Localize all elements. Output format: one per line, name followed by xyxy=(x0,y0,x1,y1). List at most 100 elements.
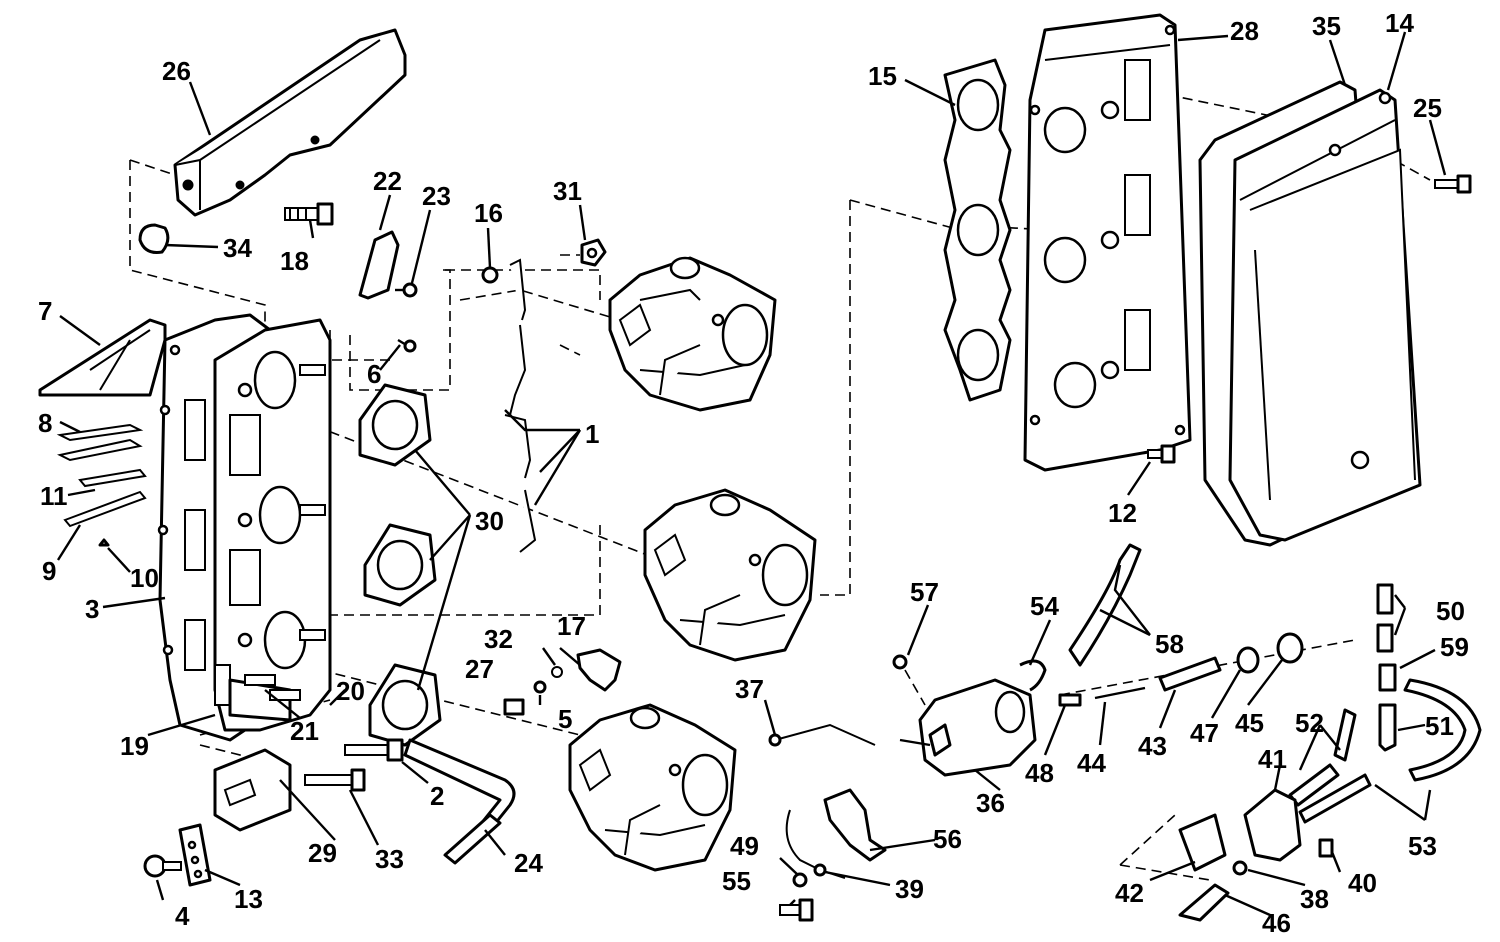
callout-38: 38 xyxy=(1300,884,1329,914)
hose-58-part xyxy=(1068,543,1142,667)
hose-24-part xyxy=(403,738,516,865)
callout-24: 24 xyxy=(514,848,543,878)
wire-39-part xyxy=(785,809,846,879)
callout-45: 45 xyxy=(1235,708,1264,738)
callout-21: 21 xyxy=(290,716,319,746)
callout-11: 11 xyxy=(40,481,68,511)
callout-9: 9 xyxy=(42,556,56,586)
callout-20: 20 xyxy=(336,676,365,706)
callout-1: 1 xyxy=(585,419,599,449)
callout-34: 34 xyxy=(223,233,252,263)
callout-42: 42 xyxy=(1115,878,1144,908)
plug-part xyxy=(138,223,170,254)
callout-29: 29 xyxy=(308,838,337,868)
intake-manifold-part xyxy=(213,318,332,732)
screw-40-part xyxy=(1318,838,1334,858)
callout-3: 3 xyxy=(85,594,99,624)
clamp-57-part xyxy=(892,654,908,670)
callout-52: 52 xyxy=(1295,708,1324,738)
adapter-plate-28-part xyxy=(1023,13,1192,472)
carb-gaskets-part xyxy=(358,383,442,747)
callout-50: 50 xyxy=(1436,596,1465,626)
intake-cover-part xyxy=(173,28,407,217)
bolt-4-part xyxy=(143,854,182,878)
hose-51-part xyxy=(1378,678,1482,782)
callout-59: 59 xyxy=(1440,632,1469,662)
pin-44-part xyxy=(1094,686,1146,700)
callout-27: 27 xyxy=(465,654,494,684)
leader-lines xyxy=(56,31,1447,917)
fuel-pump-36-part xyxy=(899,678,1037,777)
lockwasher-49-part xyxy=(792,872,808,888)
wire-37-part xyxy=(768,723,876,747)
cylinder-43-part xyxy=(1158,656,1222,692)
screw-25-part xyxy=(1434,174,1472,194)
callout-31: 31 xyxy=(553,176,582,206)
hose-52-part xyxy=(1333,708,1357,762)
callout-58: 58 xyxy=(1155,629,1184,659)
screw-part xyxy=(395,282,418,298)
callout-18: 18 xyxy=(280,246,309,276)
callout-57: 57 xyxy=(910,577,939,607)
callout-40: 40 xyxy=(1348,868,1377,898)
callout-46: 46 xyxy=(1262,908,1291,938)
plate-13-part xyxy=(178,823,212,887)
spring-48-part xyxy=(1058,693,1082,707)
hose-53-part xyxy=(1288,763,1372,824)
clip-17-part xyxy=(576,648,622,692)
carburetor-bottom-part xyxy=(568,703,737,872)
callout-26: 26 xyxy=(162,56,191,86)
carburetor-top-part xyxy=(608,256,777,412)
callout-32: 32 xyxy=(484,624,513,654)
callout-30: 30 xyxy=(475,506,504,536)
callout-10: 10 xyxy=(130,563,159,593)
callout-53: 53 xyxy=(1408,831,1437,861)
callout-48: 48 xyxy=(1025,758,1054,788)
callout-6: 6 xyxy=(367,359,381,389)
callout-16: 16 xyxy=(474,198,503,228)
callout-25: 25 xyxy=(1413,93,1442,123)
bolt-part xyxy=(284,202,334,226)
studs-part xyxy=(244,364,326,701)
callout-5: 5 xyxy=(558,704,572,734)
callout-56: 56 xyxy=(933,824,962,854)
fuel-pump-41-part xyxy=(1243,788,1302,862)
washer-parts xyxy=(503,666,563,716)
callout-44: 44 xyxy=(1077,748,1106,778)
callout-7: 7 xyxy=(38,296,52,326)
callout-39: 39 xyxy=(895,874,924,904)
callout-43: 43 xyxy=(1138,731,1167,761)
callout-36: 36 xyxy=(976,788,1005,818)
bolt-33-part xyxy=(304,768,366,792)
callout-14: 14 xyxy=(1385,8,1414,38)
reed-petals-part xyxy=(56,423,147,547)
bracket-part xyxy=(358,230,400,300)
callout-13: 13 xyxy=(234,884,263,914)
fitting-46-part xyxy=(1178,883,1230,922)
callout-17: 17 xyxy=(557,611,586,641)
spring-47-part xyxy=(1236,646,1260,674)
screw-12-part xyxy=(1147,444,1176,464)
callout-4: 4 xyxy=(175,901,190,931)
reed-block-part xyxy=(38,318,167,397)
callout-35: 35 xyxy=(1312,11,1341,41)
diaphragm-42-part xyxy=(1178,813,1227,872)
callout-12: 12 xyxy=(1108,498,1137,528)
callout-51: 51 xyxy=(1425,711,1454,741)
nut-16-part xyxy=(481,266,499,284)
washer-38-part xyxy=(1232,860,1248,876)
callout-33: 33 xyxy=(375,844,404,874)
callout-19: 19 xyxy=(120,731,149,761)
gasket-15-part xyxy=(943,58,1012,402)
callout-47: 47 xyxy=(1190,718,1219,748)
callout-37: 37 xyxy=(735,674,764,704)
callout-28: 28 xyxy=(1230,16,1259,46)
bracket-56-part xyxy=(823,788,887,862)
callout-8: 8 xyxy=(38,408,52,438)
callout-23: 23 xyxy=(422,181,451,211)
callout-41: 41 xyxy=(1258,744,1287,774)
cover-14-part xyxy=(1228,88,1422,542)
bracket-29-part xyxy=(213,748,292,832)
linkage-rods-part xyxy=(504,258,537,553)
